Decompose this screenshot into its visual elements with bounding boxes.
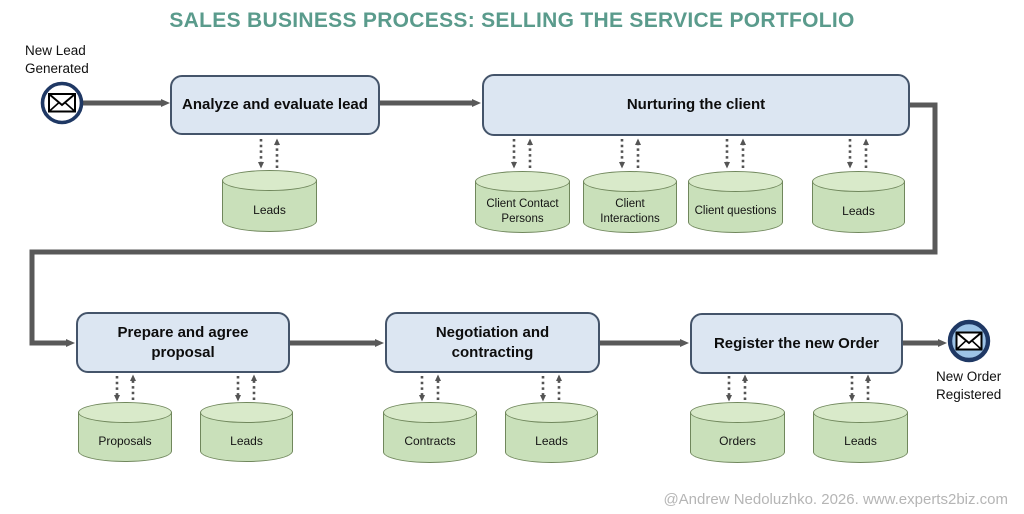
- cylinder-top: [78, 402, 172, 423]
- process-prepare-and-agree-proposal: Prepare and agree proposal: [76, 312, 290, 373]
- process-nurturing-the-client: Nurturing the client: [482, 74, 910, 136]
- cylinder-top: [383, 402, 477, 423]
- attribution-footer: @Andrew Nedoluzhko. 2026. www.experts2bi…: [663, 491, 1008, 508]
- datastore-label: Leads: [230, 433, 263, 448]
- diagram-title: SALES BUSINESS PROCESS: SELLING THE SERV…: [169, 9, 855, 32]
- cylinder-top: [505, 402, 598, 423]
- datastore-label: Contracts: [404, 434, 456, 449]
- cylinder-top: [813, 402, 908, 423]
- cylinder-top: [222, 170, 317, 191]
- datastore-label: Client questions: [694, 205, 777, 218]
- datastore-label: Client Interactions: [600, 197, 660, 225]
- start-event: [39, 80, 85, 126]
- process-label: Negotiation and contracting: [435, 324, 550, 361]
- datastore-client-contact-persons: Client Contact Persons: [475, 171, 570, 233]
- datastore-label: Client Contact Persons: [486, 197, 559, 225]
- cylinder-top: [812, 171, 905, 192]
- process-label: Register the new Order: [713, 334, 880, 352]
- process-analyze-and-evaluate-lead: Analyze and evaluate lead: [170, 75, 380, 135]
- end-event-label: New Order Registered: [936, 369, 1002, 402]
- envelope-start-icon: [40, 81, 84, 125]
- datastore-leads: Leads: [812, 171, 905, 233]
- datastore-proposals: Proposals: [78, 402, 172, 462]
- datastore-contracts: Contracts: [383, 402, 477, 463]
- process-negotiation-and-contracting: Negotiation and contracting: [385, 312, 600, 373]
- cylinder-top: [690, 402, 785, 423]
- process-register-the-new-order: Register the new Order: [690, 313, 903, 374]
- datastore-label: Orders: [719, 434, 756, 449]
- process-label: Nurturing the client: [626, 96, 766, 114]
- cylinder-top: [583, 171, 677, 192]
- cylinder-top: [475, 171, 570, 192]
- start-event-label: New Lead Generated: [25, 43, 89, 76]
- datastore-label: Leads: [844, 434, 877, 449]
- cylinder-top: [200, 402, 293, 423]
- datastore-label: Leads: [842, 203, 875, 218]
- datastore-label: Leads: [253, 202, 286, 217]
- datastore-leads: Leads: [505, 402, 598, 463]
- process-label: Prepare and agree proposal: [117, 324, 249, 361]
- datastore-client-questions: Client questions: [688, 171, 783, 233]
- datastore-leads: Leads: [813, 402, 908, 463]
- process-label: Analyze and evaluate lead: [182, 96, 368, 114]
- datastore-label: Leads: [535, 434, 568, 449]
- cylinder-top: [688, 171, 783, 192]
- datastore-orders: Orders: [690, 402, 785, 463]
- datastore-client-interactions: Client Interactions: [583, 171, 677, 233]
- datastore-label: Proposals: [98, 433, 152, 448]
- envelope-end-icon: [947, 319, 991, 363]
- end-event: [946, 318, 992, 364]
- datastore-leads: Leads: [222, 170, 317, 232]
- datastore-leads: Leads: [200, 402, 293, 462]
